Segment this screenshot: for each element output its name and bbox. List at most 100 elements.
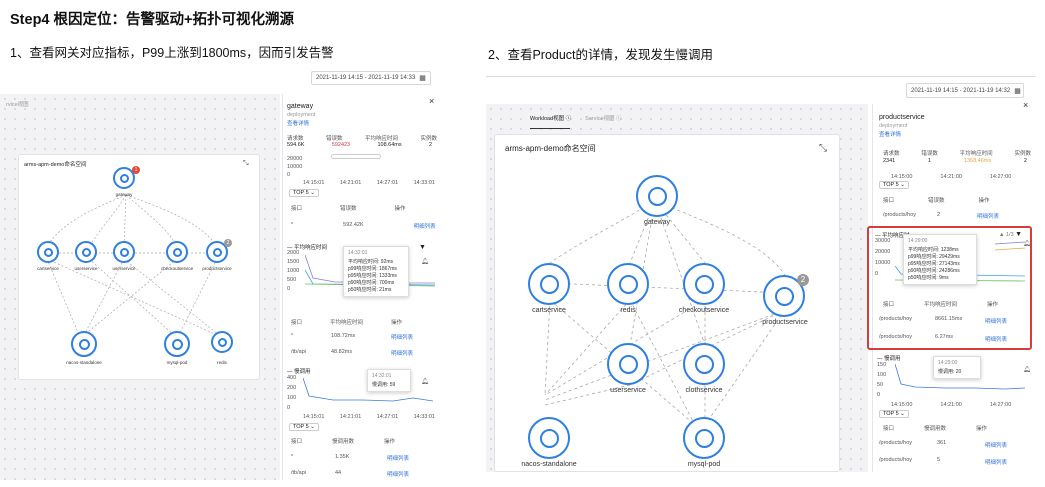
left-label-redis: redis (217, 360, 227, 365)
th: 接口 (291, 439, 303, 445)
left-sparkline-bar (331, 154, 381, 159)
right-rt-row1-link[interactable]: 明细列表 (985, 337, 1008, 343)
right-rt-tooltip: 14:29:00 平均响应时间: 1238ms p99响应时间: 29429ms… (903, 234, 977, 285)
th: 慢调用数 (332, 439, 355, 445)
right-rt-row1-a: /products/hoy (879, 334, 913, 340)
stat-header: 错误数 (921, 151, 938, 157)
stat-value: 594.6K (287, 142, 305, 148)
left-stats-values: 594.6K 592423 108.64ms 2 (287, 142, 432, 148)
left-slow-xticks: 14:15:01 14:21:01 14:27:01 14:33:01 (303, 414, 435, 420)
th: 操作 (391, 320, 403, 326)
left-rt-row1-link[interactable]: 明细列表 (391, 351, 414, 357)
left-ytick: 0 (287, 172, 291, 178)
right-node-checkoutservice[interactable] (683, 263, 725, 305)
right-rt-row0-link[interactable]: 明细列表 (985, 319, 1008, 325)
tooltip-row: p50响应时间: 21ms (348, 287, 392, 293)
left-node-gateway[interactable] (113, 167, 135, 189)
left-service-kind: deployment (287, 112, 316, 118)
left-topology-area: rvice视图 arms-apm-demo命名空间 ⤡ 1 gateway ca… (0, 94, 280, 480)
page-title: Step4 根因定位：告警驱动+拓扑可视化溯源 (10, 12, 294, 28)
left-top-select[interactable]: TOP 5 ⌄ (289, 189, 319, 197)
tooltip-row: p90响应时间: 700ms (348, 280, 395, 286)
left-date-range[interactable]: 2021-11-19 14:15 - 2021-11-19 14:33 ▦ (311, 71, 431, 85)
tooltip-time: 14:32:01 (348, 250, 368, 256)
select-value: TOP 5 (883, 182, 899, 188)
collapse-icon[interactable]: ⤡ (243, 160, 249, 167)
left-node-userservice[interactable] (75, 241, 97, 263)
left-slow-row1-link[interactable]: 明细列表 (387, 472, 410, 478)
left-node-redis[interactable] (211, 331, 233, 353)
tab-underline (530, 128, 570, 129)
left-node-productservice[interactable] (206, 241, 228, 263)
right-table-row-link[interactable]: 明细列表 (977, 214, 1000, 220)
left-close-icon[interactable]: × (429, 96, 435, 106)
left-detail-link[interactable]: 查看详情 (287, 121, 310, 127)
left-service-name: gateway (287, 103, 314, 110)
right-label-productservice: productservice (762, 319, 808, 326)
left-rt-row0-link[interactable]: 明细列表 (391, 335, 414, 341)
left-node-userservice-2[interactable] (113, 241, 135, 263)
right-rt-page[interactable]: ▲ 1/3 ▼ (999, 231, 1023, 238)
right-node-clothservice[interactable] (683, 343, 725, 385)
right-date-range[interactable]: 2021-11-19 14:15 - 2021-11-19 14:32 ▦ (906, 83, 1024, 98)
left-rt-row1-b: 48.82ms (331, 349, 353, 355)
right-node-nacos[interactable] (528, 417, 570, 459)
right-node-mysql[interactable] (683, 417, 725, 459)
stat-value: 2 (1023, 158, 1027, 164)
right-rt-bell-icon[interactable]: 🔔︎ (1023, 241, 1031, 247)
left-rt-bell-icon[interactable]: 🔔︎ (421, 259, 429, 265)
right-close-icon[interactable]: × (1023, 100, 1029, 110)
left-node-cartservice[interactable] (37, 241, 59, 263)
tab-workload[interactable]: Workload视图 ⓘ (530, 116, 572, 122)
left-namespace-card: arms-apm-demo命名空间 ⤡ 1 gateway cartservic… (18, 154, 260, 380)
tab-label: Service视图 (585, 116, 615, 122)
right-slow-top-select[interactable]: TOP 5 ⌄ (879, 410, 909, 418)
right-stats-values: 2341 1 1368.46ms 2 (883, 158, 1027, 164)
th: 接口 (883, 426, 895, 432)
tab-service[interactable]: Service视图 ⓘ (585, 116, 622, 122)
right-detail-link[interactable]: 查看详情 (879, 132, 902, 138)
right-namespace-card: arms-apm-demo命名空间 ⤡ gateway cartserv (494, 134, 840, 472)
left-node-nacos[interactable] (71, 331, 97, 357)
left-rt-tooltip: 14:32:01 平均响应时间: 92ms p99响应时间: 1867ms p9… (343, 246, 409, 297)
left-label-userservice-2: userservice (112, 266, 136, 271)
left-rt-y: 1500 (287, 259, 300, 265)
right-node-gateway[interactable] (636, 175, 678, 217)
xtick: 14:27:01 (376, 180, 399, 186)
left-rt-filter-icon[interactable]: ▼ (419, 244, 426, 251)
left-slow-row0-link[interactable]: 明细列表 (387, 456, 410, 462)
left-slow-top-select[interactable]: TOP 5 ⌄ (289, 423, 319, 431)
right-divider (486, 76, 1036, 77)
left-slow-bell-icon[interactable]: 🔔︎ (421, 379, 429, 385)
stat-value: 2 (428, 142, 432, 148)
right-node-userservice[interactable] (607, 343, 649, 385)
right-top-select[interactable]: TOP 5 ⌄ (879, 181, 909, 189)
th: 操作 (978, 198, 990, 204)
right-node-redis[interactable] (607, 263, 649, 305)
right-label-nacos: nacos-standalone (521, 461, 577, 468)
xtick: 14:15:00 (891, 402, 913, 408)
tooltip-row: 平均响应时间: 1238ms (908, 247, 959, 253)
detail-list-link[interactable]: 明细列表 (413, 224, 436, 230)
left-view-label[interactable]: rvice视图 (6, 102, 29, 108)
right-slow-row1-link[interactable]: 明细列表 (985, 460, 1008, 466)
left-table-headers: 接口 错误数 操作 (291, 204, 406, 212)
select-value: TOP 5 (293, 190, 309, 196)
right-node-cartservice[interactable] (528, 263, 570, 305)
left-node-checkoutservice[interactable] (166, 241, 188, 263)
right-slow-bell-icon[interactable]: 🔔︎ (1023, 367, 1031, 373)
collapse-icon[interactable]: ⤡ (819, 143, 827, 154)
right-slow-row0-link[interactable]: 明细列表 (985, 443, 1008, 449)
select-value: TOP 5 (883, 411, 899, 417)
stat-value: 108.64ms (377, 142, 402, 148)
slow-title-text: 慢调用 (884, 356, 901, 362)
left-node-mysql[interactable] (164, 331, 190, 357)
right-label-checkoutservice: checkoutservice (678, 307, 730, 314)
right-rt-y: 20000 (875, 249, 891, 255)
xtick: 14:33:01 (413, 180, 435, 186)
left-rt-row1-a: /tb/api (291, 349, 306, 355)
th: 接口 (291, 206, 303, 212)
right-slow-headers: 接口 慢调用数 操作 (883, 424, 987, 432)
right-slow-y: 0 (877, 392, 881, 398)
left-xticks: 14:15:01 14:21:01 14:27:01 14:33:01 (303, 180, 435, 186)
